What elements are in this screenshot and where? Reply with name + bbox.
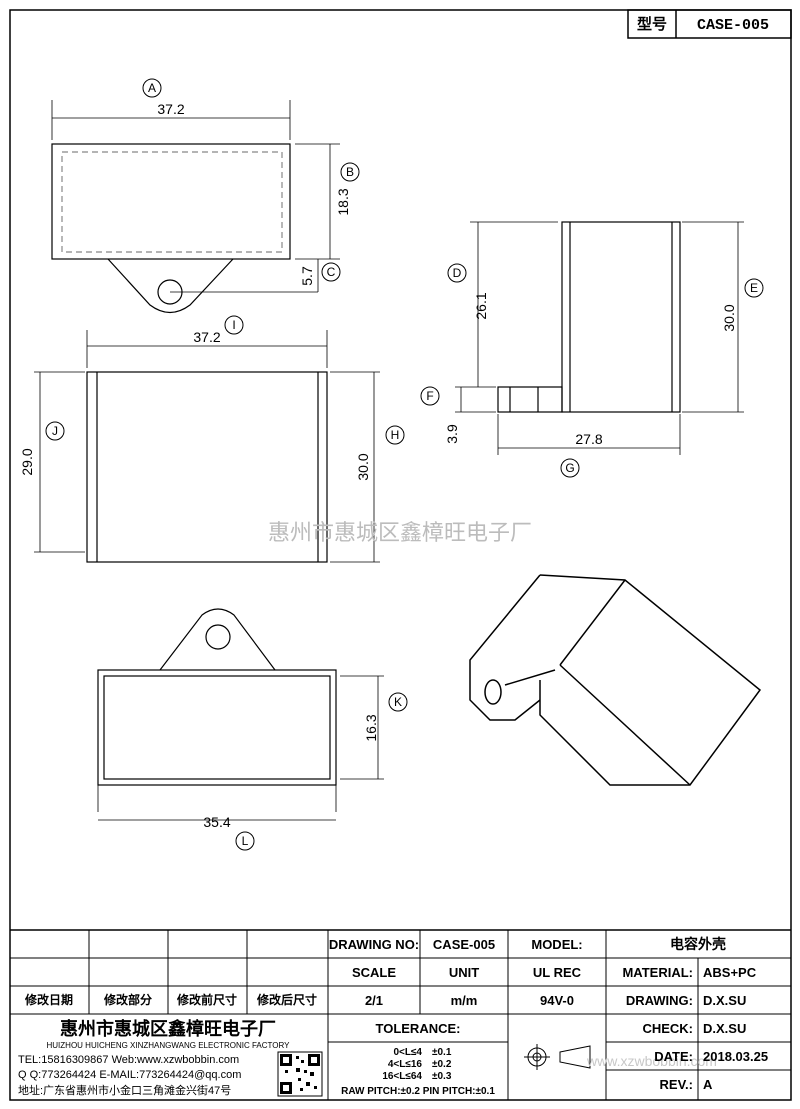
callout-i: I: [232, 318, 235, 332]
callout-f: F: [426, 389, 433, 403]
rev-header-after: 修改后尺寸: [256, 992, 317, 1007]
tolerance-label: TOLERANCE:: [376, 1021, 461, 1036]
tol-range-2: 4<L≤16: [388, 1059, 423, 1070]
dim-e-value: 30.0: [721, 304, 737, 331]
callouts: [45, 78, 764, 851]
callout-c: C: [327, 265, 336, 279]
company-qq: Q Q:773264424 E-MAIL:773264424@qq.com: [18, 1069, 241, 1081]
rev-header-part: 修改部分: [103, 992, 152, 1007]
dim-c-value: 5.7: [299, 266, 315, 286]
callout-k: K: [394, 695, 402, 709]
dim-d-value: 26.1: [473, 292, 489, 319]
company-name-en: HUIZHOU HUICHENG XINZHANGWANG ELECTRONIC…: [47, 1041, 291, 1050]
dim-k-value: 16.3: [363, 714, 379, 741]
date-label: DATE:: [654, 1049, 693, 1064]
company-tel: TEL:15816309867 Web:www.xzwbobbin.com: [18, 1054, 239, 1066]
model-label: MODEL:: [531, 937, 582, 952]
header-model-label: 型号: [637, 15, 667, 33]
title-block-grid: [10, 929, 791, 1100]
view-isometric: [469, 574, 762, 786]
drawing-by-value: D.X.SU: [703, 993, 746, 1008]
qr-code: [277, 1051, 323, 1097]
scale-label: SCALE: [352, 965, 396, 980]
dim-b-value: 18.3: [335, 188, 351, 215]
header-box: 型号 CASE-005: [627, 9, 792, 39]
unit-label: UNIT: [449, 965, 479, 980]
tol-value-1: ±0.1: [432, 1047, 452, 1058]
dim-g-value: 27.8: [575, 431, 602, 447]
material-value: ABS+PC: [703, 965, 757, 980]
tol-range-1: 0<L≤4: [393, 1047, 422, 1058]
callout-d: D: [453, 266, 462, 280]
view-side: [455, 221, 744, 455]
tol-value-3: ±0.3: [432, 1071, 452, 1082]
rev-header-date: 修改日期: [24, 992, 73, 1007]
callout-b: B: [346, 165, 354, 179]
header-model-value: CASE-005: [697, 17, 769, 34]
tol-value-2: ±0.2: [432, 1059, 452, 1070]
date-value: 2018.03.25: [703, 1049, 768, 1064]
website-watermark: www.xzwbobbin.com: [586, 1053, 717, 1069]
drawing-no-value: CASE-005: [433, 937, 495, 952]
ul-label: UL REC: [533, 965, 582, 980]
dim-f-value: 3.9: [444, 424, 460, 444]
callout-e: E: [750, 281, 758, 295]
callout-a: A: [148, 81, 156, 95]
material-label: MATERIAL:: [622, 965, 693, 980]
dim-l-value: 35.4: [203, 814, 230, 830]
dim-j-value: 29.0: [19, 448, 35, 475]
dim-i-value: 37.2: [193, 329, 220, 345]
rev-value: A: [703, 1077, 713, 1092]
pitch-note: RAW PITCH:±0.2 PIN PITCH:±0.1: [341, 1086, 495, 1097]
rev-header-before: 修改前尺寸: [176, 992, 237, 1007]
view-bottom: [97, 608, 384, 821]
view-top-with-tab: [51, 100, 340, 314]
company-address: 地址:广东省惠州市小金口三角滩金兴街47号: [18, 1083, 231, 1097]
ul-value: 94V-0: [540, 993, 574, 1008]
sheet-border: [9, 9, 792, 1101]
drawing-no-label: DRAWING NO:: [329, 937, 419, 952]
dim-a-value: 37.2: [157, 101, 184, 117]
title-block-text: 修改日期 修改部分 修改前尺寸 修改后尺寸 DRAWING NO: CASE-0…: [18, 936, 768, 1097]
tol-range-3: 16<L≤64: [382, 1071, 422, 1082]
check-value: D.X.SU: [703, 1021, 746, 1036]
callout-j: J: [52, 424, 58, 438]
callout-g: G: [565, 461, 574, 475]
company-name-cn: 惠州市惠城区鑫樟旺电子厂: [60, 1018, 276, 1039]
callout-l: L: [242, 834, 249, 848]
model-value: 电容外壳: [670, 936, 726, 952]
drawing-by-label: DRAWING:: [626, 993, 693, 1008]
scale-value: 2/1: [365, 993, 383, 1008]
check-label: CHECK:: [642, 1021, 693, 1036]
rev-label: REV.:: [660, 1077, 693, 1092]
dim-h-value: 30.0: [355, 453, 371, 480]
unit-value: m/m: [451, 993, 478, 1008]
view-front: [34, 330, 380, 563]
watermark-text: 惠州市惠城区鑫樟旺电子厂: [268, 520, 532, 545]
callout-h: H: [391, 428, 400, 442]
